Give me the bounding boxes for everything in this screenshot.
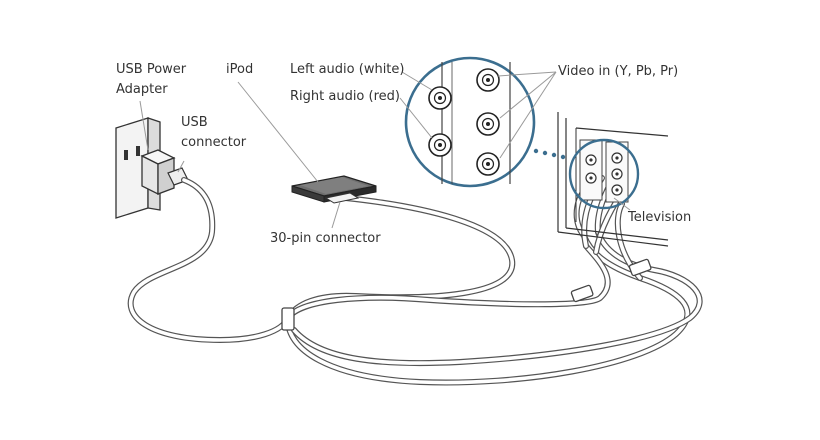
usb-power-adapter-label-line1: USB Power: [116, 62, 187, 77]
callout-dots: [533, 148, 566, 160]
video-in-label: Video in (Y, Pb, Pr): [558, 64, 679, 79]
tv-jack-highlight-circle: [568, 138, 640, 210]
thirty-pin-connector-label: 30-pin connector: [270, 231, 381, 246]
usb-connector-label-line2: connector: [181, 135, 247, 150]
usb-power-adapter-label-line2: Adapter: [116, 82, 168, 97]
usb-power-adapter: [140, 149, 176, 196]
zoom-callout: [404, 56, 536, 188]
leader-lines: [139, 71, 631, 229]
television: [557, 112, 669, 247]
ipod-label: iPod: [226, 62, 254, 77]
right-audio-label: Right audio (red): [290, 89, 400, 104]
usb-connector-label-line1: USB: [181, 115, 208, 130]
thirty-pin-connector: [324, 192, 360, 204]
left-audio-label: Left audio (white): [290, 62, 405, 77]
television-label: Television: [628, 210, 692, 225]
